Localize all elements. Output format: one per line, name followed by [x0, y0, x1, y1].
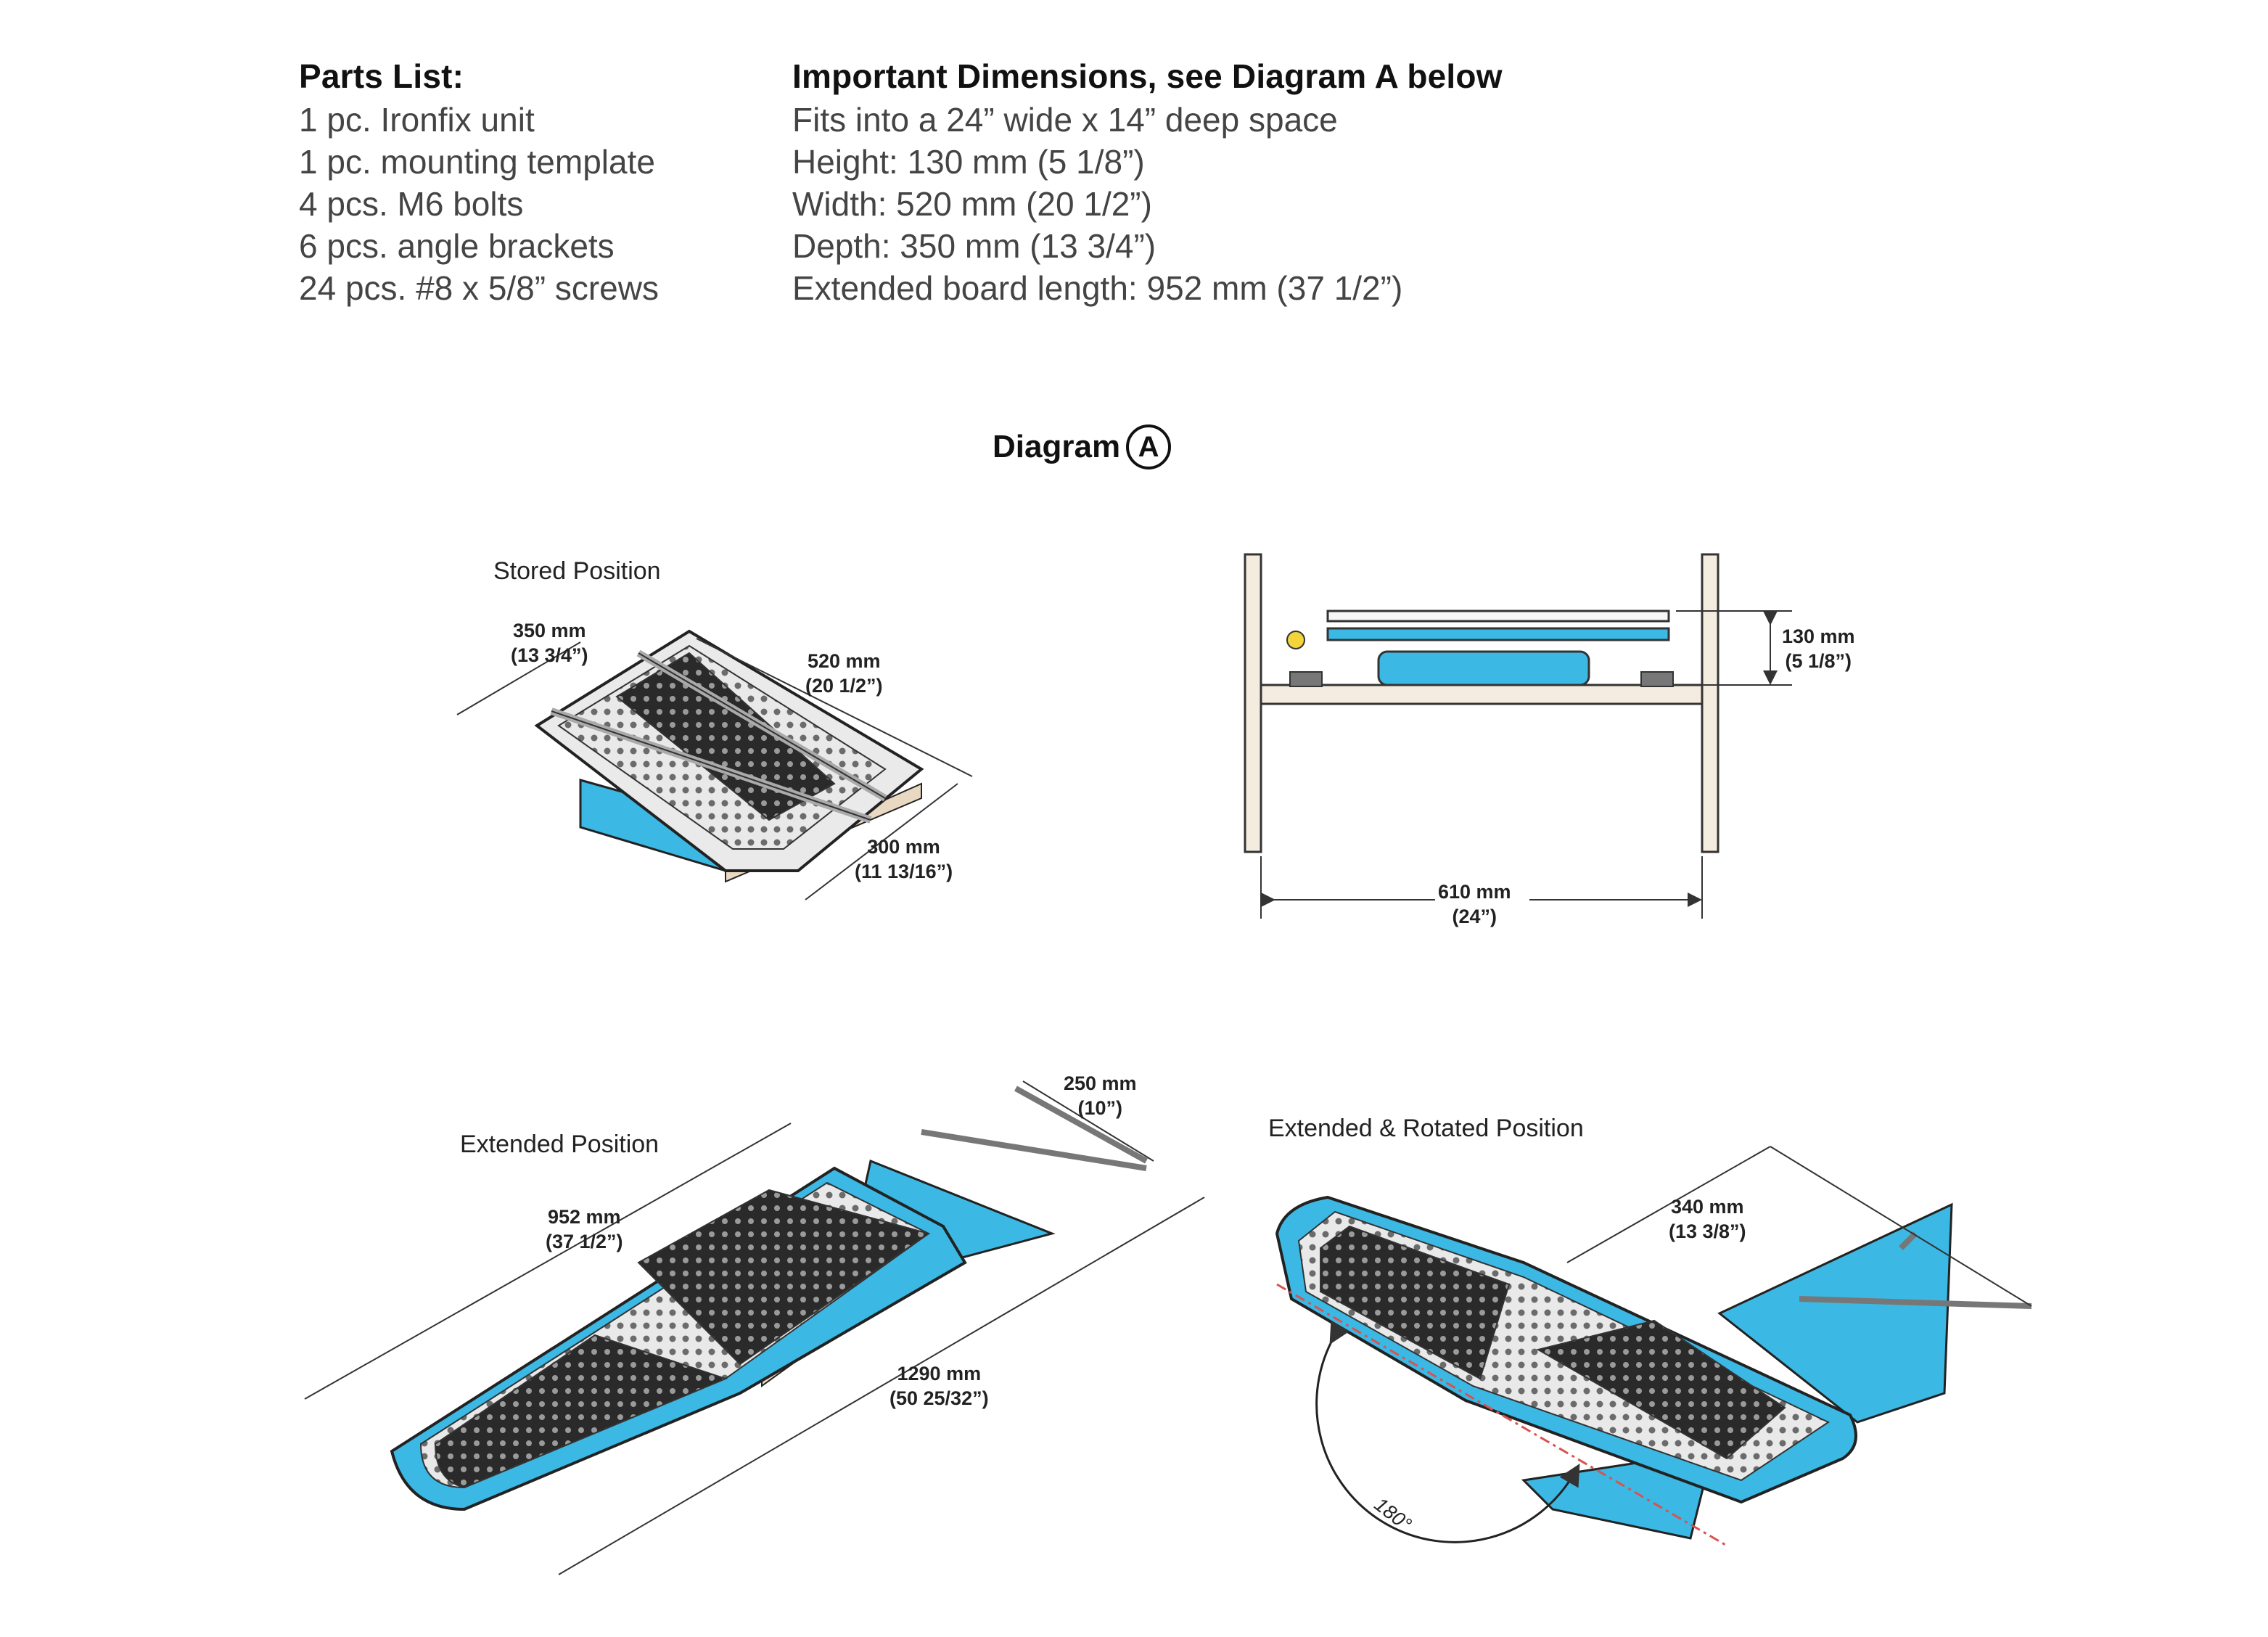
- dimension-item: Depth: 350 mm (13 3/4”): [792, 227, 1156, 265]
- stored-position-drawing: [456, 629, 973, 900]
- dimension-item: Height: 130 mm (5 1/8”): [792, 143, 1145, 181]
- stored-width-dimension: 520 mm (20 1/2”): [805, 650, 883, 697]
- important-dimensions: Important Dimensions, see Diagram A belo…: [792, 55, 1503, 309]
- extended-250-dimension: 250 mm (10”): [1064, 1072, 1137, 1119]
- stored-300-dimension: 300 mm (11 13/16”): [855, 836, 953, 882]
- rotated-position-drawing: [1275, 1146, 2032, 1547]
- diagram-title-text: Diagram: [993, 429, 1121, 464]
- side-height-dimension: 130 mm (5 1/8”): [1782, 625, 1855, 672]
- extended-total-dimension: 1290 mm (50 25/32”): [889, 1363, 989, 1409]
- parts-list-item: 1 pc. Ironfix unit: [299, 101, 535, 139]
- extended-position-label: Extended Position: [460, 1131, 660, 1158]
- parts-list: Parts List: 1 pc. Ironfix unit 1 pc. mou…: [299, 55, 659, 309]
- extended-position-drawing: [304, 1080, 1205, 1575]
- extended-board-dimension: 952 mm (37 1/2”): [546, 1206, 623, 1252]
- parts-list-item: 4 pcs. M6 bolts: [299, 185, 524, 223]
- dimension-item: Width: 520 mm (20 1/2”): [792, 185, 1152, 223]
- rotated-position-label: Extended & Rotated Position: [1268, 1115, 1584, 1142]
- parts-list-item: 6 pcs. angle brackets: [299, 227, 615, 265]
- dimensions-heading: Important Dimensions, see Diagram A belo…: [792, 57, 1503, 95]
- parts-list-heading: Parts List:: [299, 57, 464, 95]
- stored-position-label: Stored Position: [493, 557, 661, 585]
- stored-depth-dimension: 350 mm (13 3/4”): [511, 620, 588, 666]
- diagram-title: Diagram A: [993, 421, 1172, 473]
- dimension-item: Extended board length: 952 mm (37 1/2”): [792, 269, 1403, 307]
- diagram-badge: A: [1126, 424, 1172, 469]
- parts-list-item: 1 pc. mounting template: [299, 143, 655, 181]
- dimension-item: Fits into a 24” wide x 14” deep space: [792, 101, 1338, 139]
- parts-list-item: 24 pcs. #8 x 5/8” screws: [299, 269, 659, 307]
- side-view-drawing: [1244, 553, 1792, 919]
- side-width-dimension: 610 mm (24”): [1438, 881, 1511, 927]
- rotated-340-dimension: 340 mm (13 3/8”): [1669, 1196, 1746, 1242]
